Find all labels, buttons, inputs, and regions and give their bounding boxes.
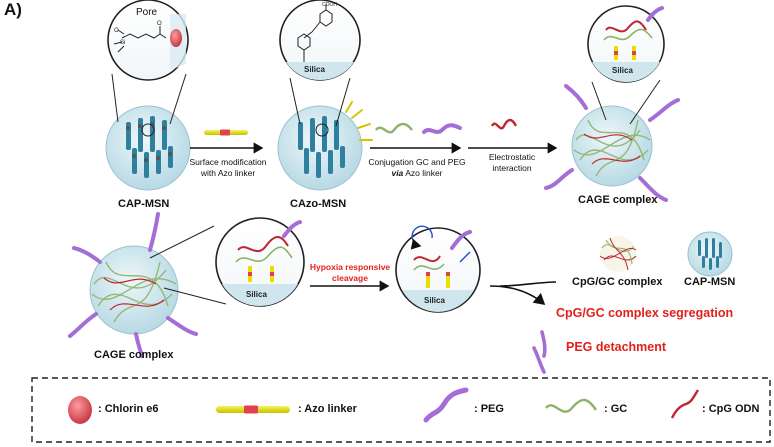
- cazo-zoom-circle: COOH Silica: [279, 0, 361, 81]
- cazo-msn-label: CAzo-MSN: [290, 198, 347, 210]
- legend-chlorin-label: : Chlorin e6: [98, 403, 159, 415]
- legend-peg-label: : PEG: [474, 403, 504, 415]
- cpg-odn-icon: [670, 389, 700, 419]
- gc-icon: [545, 398, 597, 413]
- hypoxia-line2: cleavage: [332, 273, 368, 283]
- cage-complex-particle-row1: [544, 84, 680, 202]
- cage-zoom-circle-row1: Silica: [587, 5, 665, 83]
- silica-label: Silica: [304, 65, 325, 74]
- legend-box: [31, 377, 771, 443]
- cage-complex-label-row1: CAGE complex: [578, 194, 658, 206]
- svg-text:O: O: [114, 28, 119, 34]
- step3-line2: interaction: [492, 163, 532, 173]
- step-conjugation: Conjugation GC and PEG via Azo linker: [362, 157, 472, 179]
- legend-cpg-label: : CpG ODN: [702, 403, 760, 415]
- legend-azo-label: : Azo linker: [298, 403, 357, 415]
- step2-via: via: [391, 168, 404, 178]
- step2-rest: Azo linker: [403, 168, 443, 178]
- step1-line1: Surface modification: [189, 157, 267, 167]
- cage-complex-particle-row2: [68, 212, 198, 358]
- silica-label: Silica: [246, 290, 267, 299]
- cooh-label: COOH: [322, 2, 337, 8]
- cap-msn-label: CAP-MSN: [118, 198, 170, 210]
- cpg-gc-complex-icon: [599, 236, 637, 272]
- svg-text:O: O: [157, 21, 162, 27]
- chlorin-e6-icon: [170, 29, 182, 47]
- pore-label: Pore: [136, 7, 158, 18]
- silica-label: Silica: [612, 66, 633, 75]
- azo-linker-icon: [216, 405, 290, 414]
- step-electrostatic: Electrostatic interaction: [472, 152, 552, 174]
- step1-line2: with Azo linker: [200, 168, 256, 178]
- cage-zoom-circle-row2: Silica: [215, 217, 305, 307]
- peg-icon: [423, 387, 469, 423]
- gc-icon-row1: [375, 122, 413, 134]
- segregation-label: CpG/GC complex segregation: [556, 306, 734, 320]
- legend-gc-label: : GC: [604, 403, 628, 415]
- peg-detachment-label: PEG detachment: [566, 340, 667, 354]
- pore-zoom-circle: O Si O: [107, 0, 189, 81]
- cpg-icon-row1: [490, 118, 518, 130]
- cazo-msn-particle: [277, 101, 373, 191]
- step-surface-modification: Surface modification with Azo linker: [188, 157, 268, 179]
- cap-msn-small-label: CAP-MSN: [684, 276, 736, 288]
- cage-complex-label-row2: CAGE complex: [94, 349, 174, 361]
- cap-msn-particle: [105, 105, 191, 191]
- panel-label: A): [4, 0, 22, 19]
- azo-linker-icon-row1: [204, 129, 248, 136]
- cpg-gc-complex-label: CpG/GC complex: [572, 276, 663, 288]
- svg-text:Si: Si: [120, 40, 125, 46]
- step2-line2: via Azo linker: [362, 168, 472, 179]
- detached-peg-icon: [532, 330, 547, 374]
- step3-line1: Electrostatic: [488, 152, 536, 162]
- chlorin-e6-icon: [68, 396, 92, 424]
- peg-icon-row1: [422, 123, 462, 134]
- cap-msn-small-particle: [687, 231, 733, 277]
- cleaved-zoom-circle: Silica: [395, 225, 481, 313]
- arrow-segregation: [489, 285, 546, 306]
- hypoxia-cleavage-label: Hypoxia responsive cleavage: [306, 262, 394, 284]
- arrow-segregation-branch: [499, 281, 557, 287]
- step2-line1: Conjugation GC and PEG: [368, 157, 466, 167]
- hypoxia-line1: Hypoxia responsive: [309, 262, 391, 272]
- silica-label: Silica: [424, 296, 445, 305]
